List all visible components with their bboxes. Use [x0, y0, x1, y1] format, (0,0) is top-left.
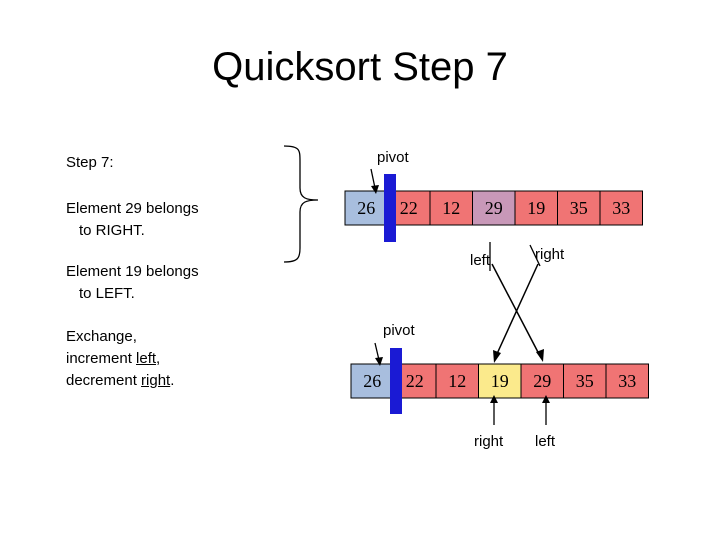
bottom-right-arrowhead [490, 395, 498, 403]
bottom-cell-value: 19 [491, 371, 509, 391]
bottom-pivot-label: pivot [383, 322, 416, 339]
bottom-cell-value: 33 [618, 371, 636, 391]
exchange-right-word: right [141, 372, 171, 389]
explanation-19: Element 19 belongs to LEFT. [66, 261, 199, 305]
top-pivot-arrow [370, 168, 376, 189]
cross-line-19-down [495, 263, 539, 357]
bottom-cell-value: 12 [448, 371, 466, 391]
top-cell [344, 190, 388, 226]
top-cell [557, 190, 601, 226]
bottom-cell-value: 26 [363, 371, 381, 391]
exchange-line2: increment left, [66, 348, 174, 370]
exchange-line3: decrement right. [66, 370, 174, 392]
top-cell-value: 29 [485, 198, 503, 218]
top-right-pointer [529, 244, 541, 267]
top-pivot-arrowhead [371, 185, 379, 194]
cross-line-29-down [491, 263, 541, 357]
exchange-left-word: left [136, 350, 157, 367]
top-left-label: left [470, 252, 491, 269]
top-cell-value: 12 [442, 198, 460, 218]
top-right-label: right [535, 246, 565, 263]
exchange-line3-text: decrement [66, 372, 142, 389]
bottom-cell-value: 22 [406, 371, 424, 391]
exchange-line3-punct: . [170, 372, 175, 389]
bottom-pivot-bar [390, 348, 402, 414]
bottom-cell-value: 29 [533, 371, 551, 391]
explanation-19-line1: Element 19 belongs [66, 263, 199, 280]
top-cell-value: 33 [612, 198, 630, 218]
top-pivot-label: pivot [377, 149, 410, 166]
exchange-line2-text: increment [66, 350, 137, 367]
explanation-29: Element 29 belongs to RIGHT. [66, 198, 199, 242]
cross-arrowhead-29 [536, 349, 544, 362]
bottom-cell [605, 363, 649, 399]
bottom-pivot-arrow [374, 342, 380, 361]
page-title: Quicksort Step 7 [212, 45, 508, 89]
top-cell-value: 22 [400, 198, 418, 218]
exchange-line2-punct: , [156, 350, 161, 367]
exchange-line1: Exchange, [66, 328, 137, 345]
bottom-array: 26 22 12 19 29 35 33 [350, 363, 649, 399]
top-cell [472, 190, 516, 226]
explanation-19-line2: to LEFT. [79, 285, 135, 302]
bottom-cell-value: 35 [576, 371, 594, 391]
step-text: Step 7: [66, 154, 114, 171]
top-cell-value: 26 [357, 198, 375, 218]
bottom-cell [563, 363, 607, 399]
explanation-29-line2: to RIGHT. [79, 222, 145, 239]
top-cell [599, 190, 643, 226]
bottom-cell [478, 363, 522, 399]
bottom-cell [520, 363, 564, 399]
bottom-left-label: left [535, 433, 556, 450]
bottom-pivot-arrowhead [375, 357, 383, 366]
bottom-left-arrowhead [542, 395, 550, 403]
top-cell [429, 190, 473, 226]
bottom-cell [435, 363, 479, 399]
step-label: Step 7: [66, 152, 114, 174]
top-array: 26 22 12 29 19 35 33 [344, 190, 643, 226]
bottom-right-label: right [474, 433, 504, 450]
explanation-29-line1: Element 29 belongs [66, 200, 199, 217]
top-pivot-bar [384, 174, 396, 242]
curly-brace [283, 145, 319, 263]
top-cell-value: 35 [570, 198, 588, 218]
top-cell-value: 19 [527, 198, 545, 218]
explanation-exchange: Exchange, increment left, decrement righ… [66, 326, 174, 392]
cross-arrowhead-19 [493, 350, 501, 363]
top-cell [514, 190, 558, 226]
